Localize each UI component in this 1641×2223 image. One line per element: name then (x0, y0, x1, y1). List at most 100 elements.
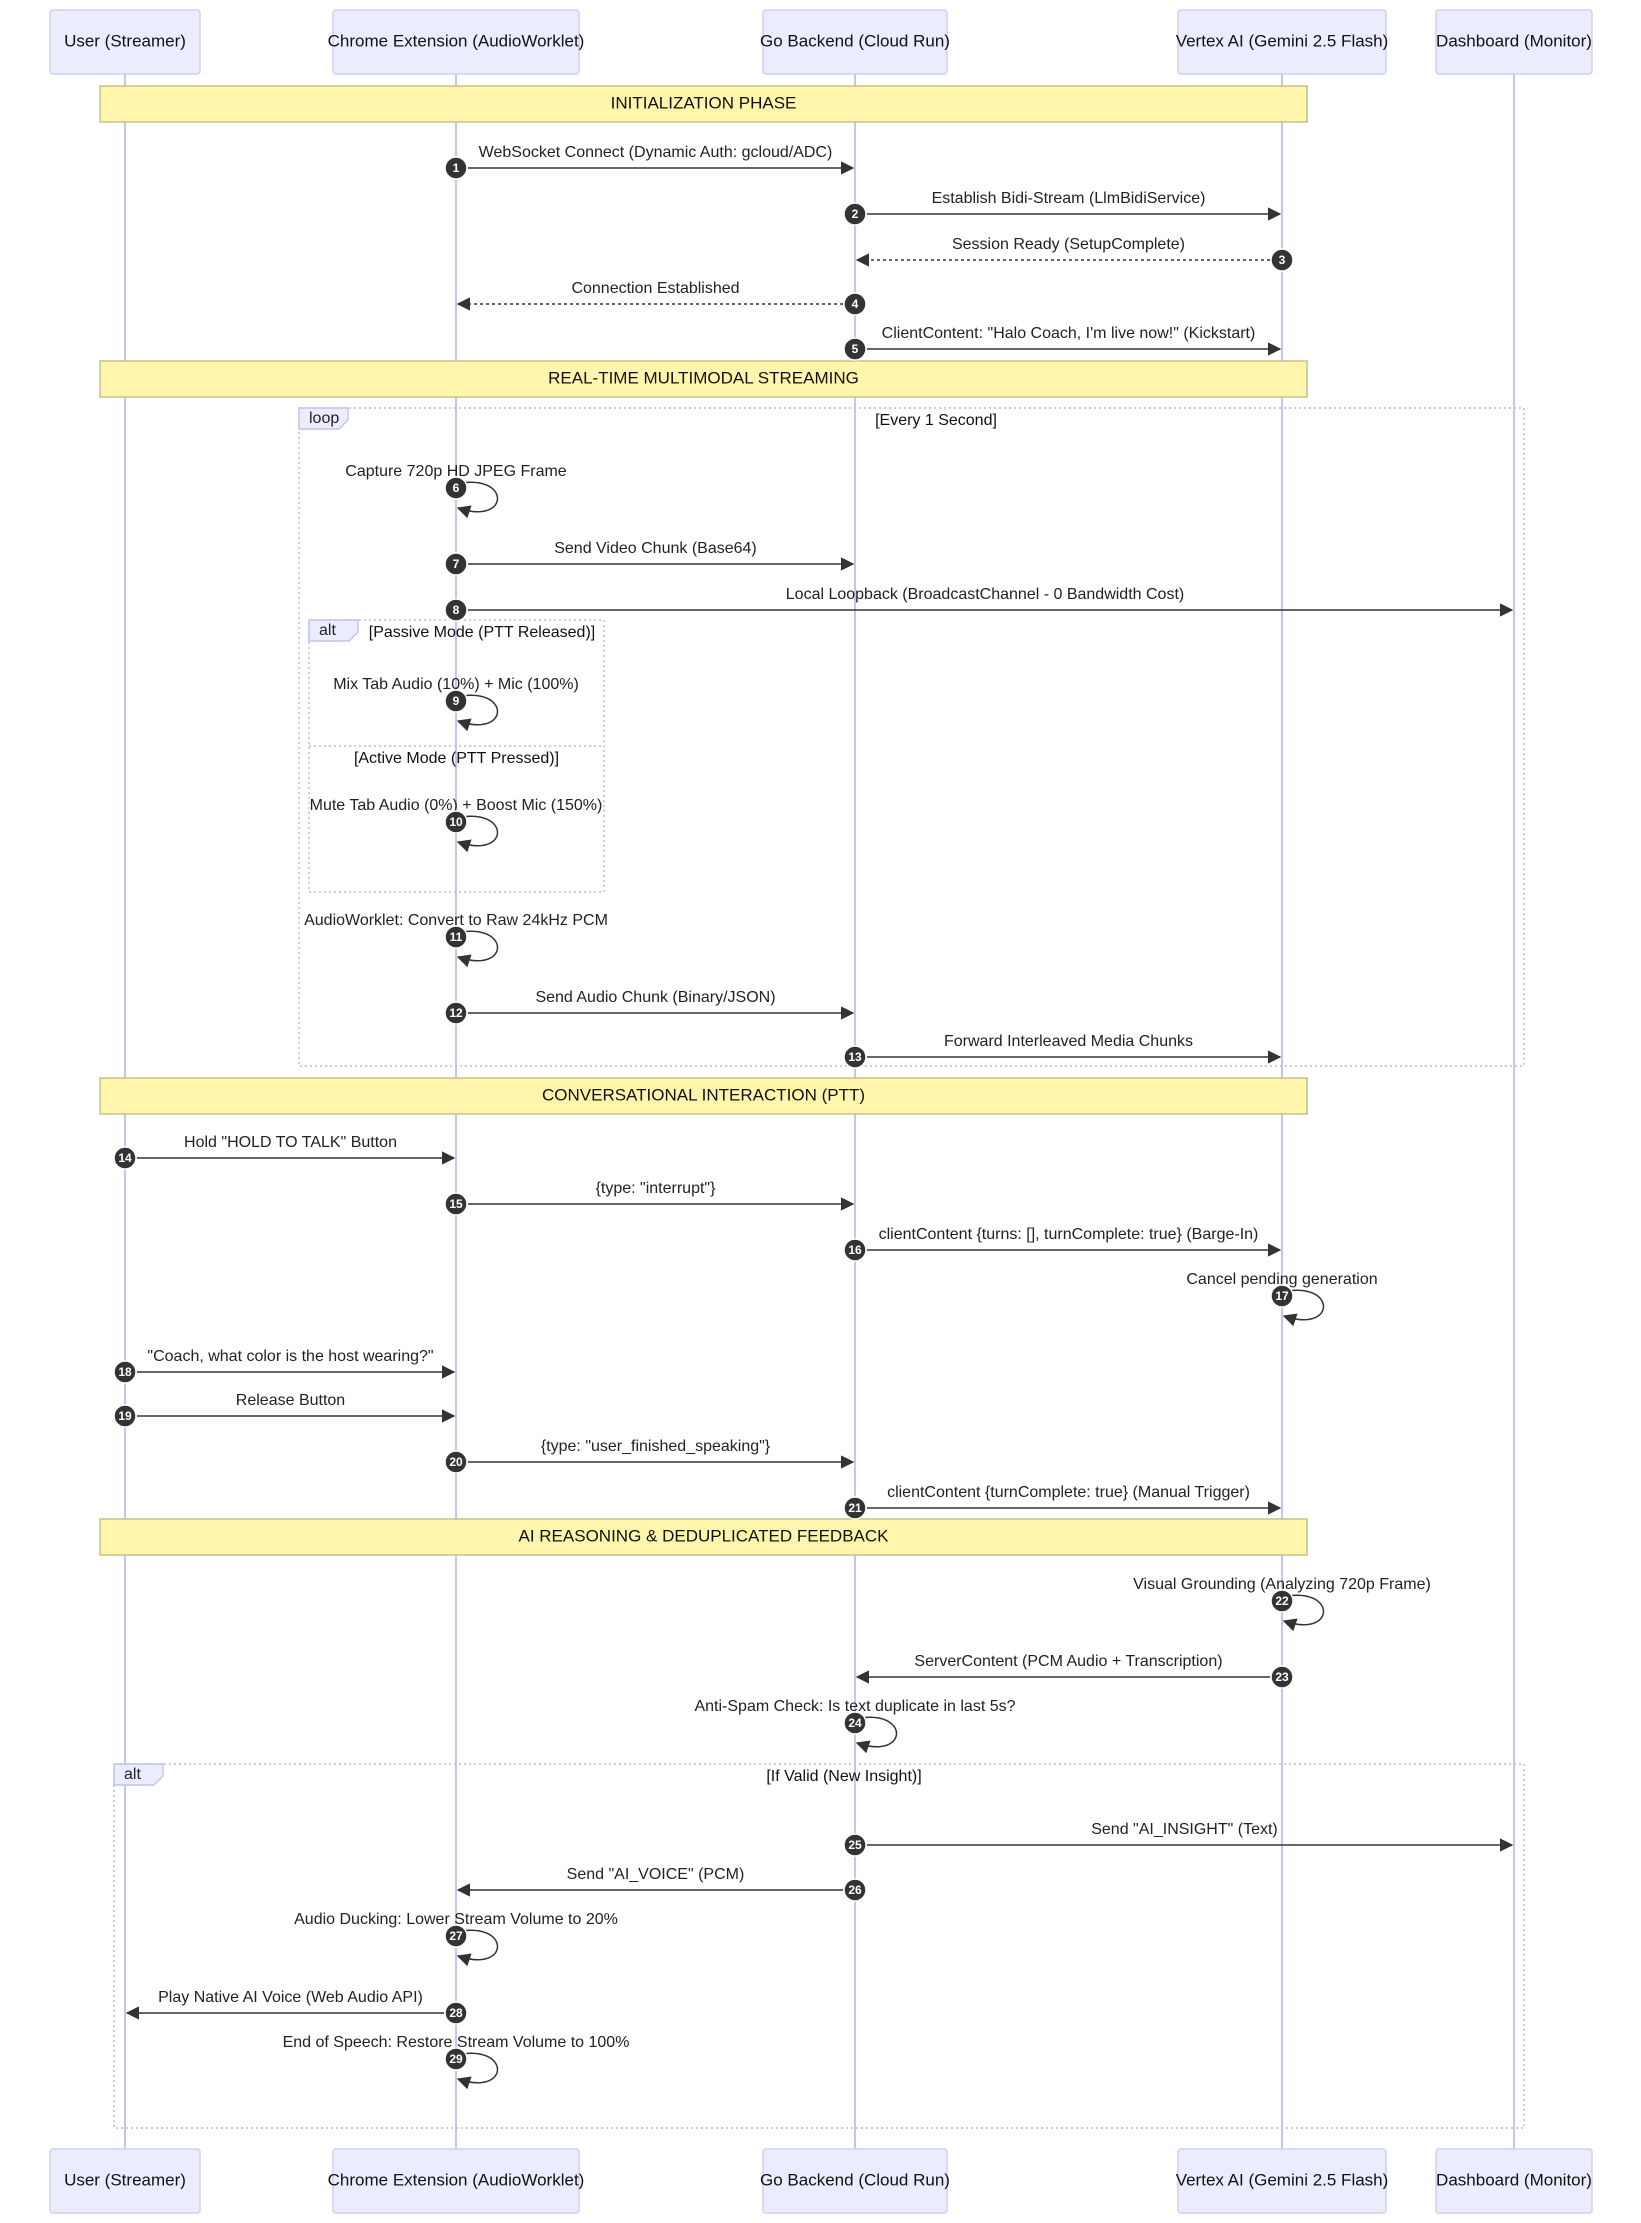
sequence-number-badge (444, 2047, 468, 2071)
message-label: {type: "user_finished_speaking"} (541, 1438, 771, 1455)
sequence-number-badge (444, 2001, 468, 2025)
actor-box (1435, 9, 1593, 75)
message-label: Play Native AI Voice (Web Audio API) (158, 1989, 423, 2006)
actor-label: Go Backend (Cloud Run) (760, 2170, 950, 2189)
actor-box (332, 9, 580, 75)
sequence-number: 4 (852, 297, 859, 311)
frame-else-condition: [Active Mode (PTT Pressed)] (354, 750, 559, 767)
message-label: WebSocket Connect (Dynamic Auth: gcloud/… (479, 144, 833, 161)
phase-note-box (99, 360, 1308, 398)
message-label: Hold "HOLD TO TALK" Button (184, 1134, 397, 1151)
sequence-number-badge (843, 1045, 867, 1069)
message-label: clientContent {turns: [], turnComplete: … (879, 1226, 1259, 1243)
frame-condition: [Passive Mode (PTT Released)] (369, 624, 595, 641)
sequence-number-badge (444, 598, 468, 622)
sequence-number: 2 (852, 207, 859, 221)
message-label: Anti-Spam Check: Is text duplicate in la… (694, 1698, 1015, 1715)
message-label: Cancel pending generation (1186, 1271, 1377, 1288)
message-21: clientContent {turnComplete: true} (Manu… (843, 1484, 1282, 1520)
sequence-number-badge (843, 1496, 867, 1520)
sequence-number-badge (444, 552, 468, 576)
sequence-number-badge (444, 156, 468, 180)
actor-box (762, 9, 948, 75)
frame-type-label: alt (124, 1766, 141, 1783)
actor-box (49, 2148, 201, 2214)
message-7: Send Video Chunk (Base64)7 (444, 540, 855, 576)
message-10: Mute Tab Audio (0%) + Boost Mic (150%)10 (310, 797, 602, 853)
phase-note-label: INITIALIZATION PHASE (611, 93, 797, 112)
actor-box (332, 2148, 580, 2214)
sequence-number: 18 (118, 1365, 132, 1379)
frame-border (298, 407, 1525, 1067)
sequence-number: 1 (453, 161, 460, 175)
phase-note-box (99, 85, 1308, 123)
frame-condition: [If Valid (New Insight)] (766, 1768, 921, 1785)
message-label: Forward Interleaved Media Chunks (944, 1033, 1193, 1050)
self-arrow (455, 694, 499, 732)
message-2: Establish Bidi-Stream (LlmBidiService) 2 (843, 190, 1282, 226)
phase-note-box (99, 1518, 1308, 1556)
message-13: Forward Interleaved Media Chunks 13 (843, 1033, 1282, 1069)
actor-box (762, 2148, 948, 2214)
message-9: Mix Tab Audio (10%) + Mic (100%)9 (333, 676, 579, 732)
actor-box (49, 9, 201, 75)
sequence-number: 6 (453, 481, 460, 495)
actor-box (1177, 9, 1387, 75)
message-8: Local Loopback (BroadcastChannel - 0 Ban… (444, 586, 1514, 622)
actor-vertex-top: Vertex AI (Gemini 2.5 Flash) (1176, 9, 1388, 75)
actor-vertex-bottom: Vertex AI (Gemini 2.5 Flash) (1176, 2148, 1388, 2214)
self-arrow (455, 481, 499, 519)
frame-alt-3: alt [If Valid (New Insight)] (113, 1763, 1525, 2129)
frame-alt-2: alt[Passive Mode (PTT Released)][Active … (308, 619, 605, 893)
message-label: Send "AI_INSIGHT" (Text) (1091, 1821, 1278, 1838)
message-29: End of Speech: Restore Stream Volume to … (283, 2034, 629, 2090)
sequence-number-badge (1270, 1665, 1294, 1689)
sequence-number: 20 (449, 1455, 463, 1469)
sequence-number: 10 (449, 815, 463, 829)
frame-tag (113, 1763, 164, 1786)
frame-tag (308, 619, 359, 642)
actor-label: Chrome Extension (AudioWorklet) (328, 31, 585, 50)
sequence-number: 17 (1275, 1289, 1289, 1303)
message-label: AudioWorklet: Convert to Raw 24kHz PCM (304, 912, 608, 929)
actor-ext-top: Chrome Extension (AudioWorklet) (328, 9, 585, 75)
sequence-number: 12 (449, 1006, 463, 1020)
message-20: {type: "user_finished_speaking"} 20 (444, 1438, 855, 1474)
actor-label: Dashboard (Monitor) (1436, 31, 1592, 50)
sequence-number-badge (1270, 1284, 1294, 1308)
frame-condition: [Every 1 Second] (875, 412, 997, 429)
message-25: Send "AI_INSIGHT" (Text)25 (843, 1821, 1514, 1857)
phase-note-label: AI REASONING & DEDUPLICATED FEEDBACK (519, 1526, 890, 1545)
phase-note-label: REAL-TIME MULTIMODAL STREAMING (548, 368, 859, 387)
actor-label: Dashboard (Monitor) (1436, 2170, 1592, 2189)
sequence-number-badge (113, 1404, 137, 1428)
message-label: Establish Bidi-Stream (LlmBidiService) (932, 190, 1206, 207)
message-label: Local Loopback (BroadcastChannel - 0 Ban… (786, 586, 1184, 603)
actors-layer: User (Streamer)User (Streamer)Chrome Ext… (49, 9, 1593, 2214)
self-arrow (455, 815, 499, 853)
message-label: Send "AI_VOICE" (PCM) (567, 1866, 745, 1883)
message-12: Send Audio Chunk (Binary/JSON)12 (444, 989, 855, 1025)
actor-box (1435, 2148, 1593, 2214)
sequence-number: 28 (449, 2006, 463, 2020)
sequence-number: 27 (449, 1929, 463, 1943)
message-label: Visual Grounding (Analyzing 720p Frame) (1133, 1576, 1431, 1593)
sequence-number: 24 (848, 1716, 862, 1730)
sequence-number-badge (843, 202, 867, 226)
message-15: {type: "interrupt"}15 (444, 1180, 855, 1216)
phase-note-label: CONVERSATIONAL INTERACTION (PTT) (542, 1085, 865, 1104)
sequence-number-badge (444, 689, 468, 713)
frame-tag (298, 407, 349, 430)
message-28: Play Native AI Voice (Web Audio API) 28 (125, 1989, 468, 2025)
sequence-number: 11 (450, 930, 463, 944)
message-label: Session Ready (SetupComplete) (952, 236, 1185, 253)
sequence-number-badge (113, 1146, 137, 1170)
actor-dashboard-bottom: Dashboard (Monitor) (1435, 2148, 1593, 2214)
sequence-number: 13 (848, 1050, 862, 1064)
sequence-number-badge (843, 1878, 867, 1902)
phase-note-2: REAL-TIME MULTIMODAL STREAMING (99, 360, 1308, 398)
